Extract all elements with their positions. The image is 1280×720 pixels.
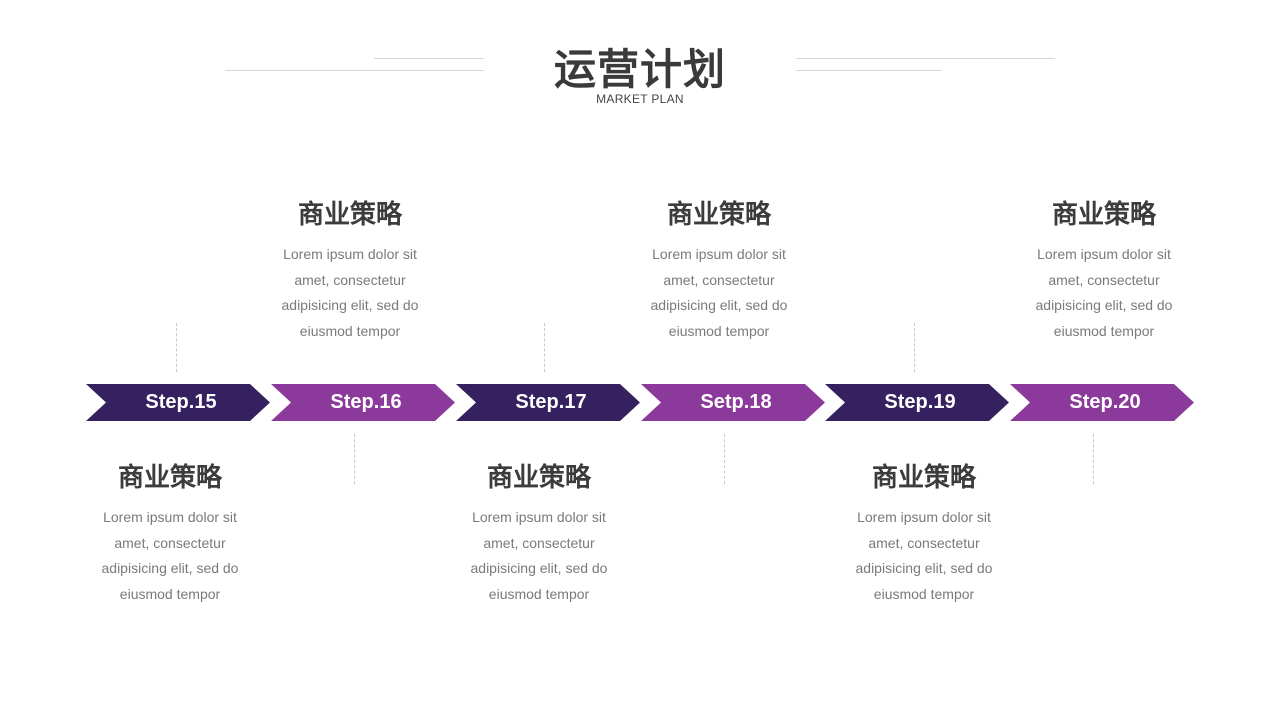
connector-line-step-16	[354, 434, 355, 484]
block-text: Lorem ipsum dolor sit amet, consectetur …	[470, 509, 608, 603]
step-label: Step.17	[515, 391, 587, 413]
page-title: 运营计划	[553, 45, 726, 94]
step-label: Setp.18	[700, 391, 772, 413]
block-text: Lorem ipsum dolor sit amet, consectetur …	[281, 246, 419, 340]
top-block-1: 商业策略 Lorem ipsum dolor sit amet, consect…	[240, 198, 460, 345]
page-subtitle: MARKET PLAN	[596, 92, 684, 106]
step-label: Step.19	[884, 391, 956, 413]
header-line-right-bottom	[796, 70, 942, 71]
connector-line-step-18	[724, 434, 725, 484]
connector-line-step-17	[544, 323, 545, 372]
step-17-arrow: Step.17	[456, 384, 640, 421]
step-label: Step.16	[330, 391, 402, 413]
step-19-arrow: Step.19	[825, 384, 1009, 421]
step-18-arrow: Setp.18	[641, 384, 825, 421]
block-heading: 商业策略	[297, 200, 402, 230]
step-20-arrow: Step.20	[1010, 384, 1194, 421]
step-label: Step.20	[1069, 391, 1141, 413]
block-heading: 商业策略	[486, 463, 591, 493]
block-text: Lorem ipsum dolor sit amet, consectetur …	[101, 509, 239, 603]
block-heading: 商业策略	[871, 463, 976, 493]
block-heading: 商业策略	[666, 200, 771, 230]
block-text: Lorem ipsum dolor sit amet, consectetur …	[855, 509, 993, 603]
bottom-block-1: 商业策略 Lorem ipsum dolor sit amet, consect…	[60, 461, 280, 608]
step-16-arrow: Step.16	[271, 384, 455, 421]
header-line-right-top	[796, 58, 1055, 59]
connector-line-step-19	[914, 323, 915, 372]
step-label: Step.15	[145, 391, 217, 413]
block-heading: 商业策略	[1051, 200, 1156, 230]
block-heading: 商业策略	[117, 463, 222, 493]
header-line-left-top	[374, 58, 484, 59]
bottom-block-2: 商业策略 Lorem ipsum dolor sit amet, consect…	[429, 461, 649, 608]
top-block-3: 商业策略 Lorem ipsum dolor sit amet, consect…	[994, 198, 1214, 345]
block-text: Lorem ipsum dolor sit amet, consectetur …	[1035, 246, 1173, 340]
connector-line-step-15	[176, 323, 177, 372]
step-15-arrow: Step.15	[86, 384, 270, 421]
block-text: Lorem ipsum dolor sit amet, consectetur …	[650, 246, 788, 340]
bottom-block-3: 商业策略 Lorem ipsum dolor sit amet, consect…	[814, 461, 1034, 608]
top-block-2: 商业策略 Lorem ipsum dolor sit amet, consect…	[609, 198, 829, 345]
connector-line-step-20	[1093, 434, 1094, 484]
header-line-left-bottom	[225, 70, 484, 71]
